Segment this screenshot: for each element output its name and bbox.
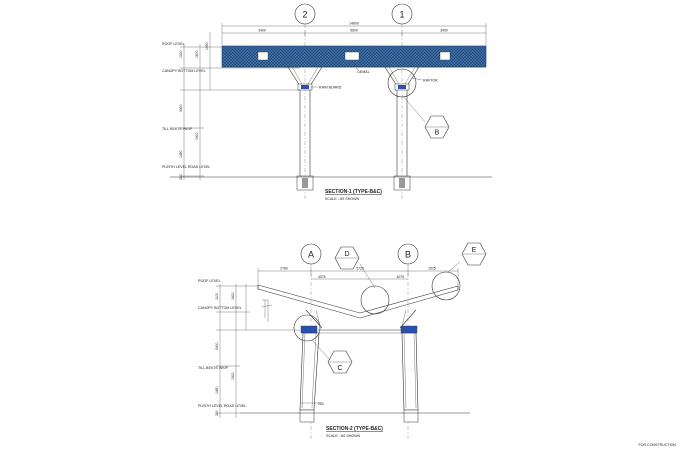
svg-text:4075: 4075 xyxy=(396,275,404,279)
svg-text:2525: 2525 xyxy=(428,267,436,271)
roof-panel xyxy=(221,45,487,68)
section-2: A B 2780 5725 2525 4075 4075 xyxy=(198,242,487,440)
base-dim: 250 xyxy=(318,402,324,406)
level-labels: ROOF LEVEL CANOPY BOTTOM LEVEL TILL BEKT… xyxy=(162,42,210,169)
callout-raftor: RAFTOR xyxy=(411,77,438,83)
svg-text:RAFTOR: RAFTOR xyxy=(423,79,438,83)
svg-text:1: 1 xyxy=(399,10,404,20)
svg-text:1600: 1600 xyxy=(231,292,235,300)
left-dimensions: 1300 1600 1550 3400 1900 1450 300 xyxy=(179,32,300,180)
callout-gemal: GEMAL xyxy=(351,61,370,74)
svg-text:2: 2 xyxy=(302,10,307,20)
svg-text:3400: 3400 xyxy=(215,342,219,350)
svg-text:5600: 5600 xyxy=(350,29,358,33)
svg-text:1600: 1600 xyxy=(195,50,199,58)
svg-text:300: 300 xyxy=(179,174,183,180)
gutter-detail xyxy=(261,299,273,322)
svg-text:A: A xyxy=(308,250,314,260)
column-right xyxy=(393,90,411,191)
detail-bubble-d: D xyxy=(334,246,376,289)
svg-text:1550: 1550 xyxy=(205,42,209,50)
column-a xyxy=(299,325,320,423)
svg-text:C: C xyxy=(337,365,342,372)
svg-text:3400: 3400 xyxy=(179,104,183,112)
svg-text:1300: 1300 xyxy=(179,50,183,58)
section-1-title: SECTION-1 (TYPE-B&C) xyxy=(325,189,382,195)
svg-text:3400: 3400 xyxy=(258,29,266,33)
svg-text:RAIN BOARD: RAIN BOARD xyxy=(319,86,342,90)
svg-text:ROOF LEVEL: ROOF LEVEL xyxy=(198,279,221,283)
bracket-left xyxy=(287,66,323,91)
svg-text:PLINTH LEVEL ROAD LEVEL: PLINTH LEVEL ROAD LEVEL xyxy=(198,404,246,408)
svg-text:14800: 14800 xyxy=(349,22,359,26)
svg-text:ROOF LEVEL: ROOF LEVEL xyxy=(162,42,185,46)
column-b xyxy=(400,325,419,423)
detail-bubble-c: C xyxy=(311,339,353,374)
column-left xyxy=(296,90,314,191)
left-dimensions-2: 1100 1600 3400 1900 1450 300 xyxy=(215,284,300,418)
svg-text:3400: 3400 xyxy=(440,29,448,33)
detail-circle-c xyxy=(293,314,321,342)
svg-text:1900: 1900 xyxy=(195,132,199,140)
svg-text:TILL BEKTE WKIP: TILL BEKTE WKIP xyxy=(198,366,229,370)
section-2-scale: SCALE : AS SHOWN xyxy=(326,434,361,438)
svg-text:GEMAL: GEMAL xyxy=(357,70,370,74)
svg-text:B: B xyxy=(405,250,411,260)
svg-text:D: D xyxy=(344,251,349,258)
bracket-right xyxy=(384,66,420,98)
level-labels-2: ROOF LEVEL CANOPY BOTTOM LEVEL TILL BEKT… xyxy=(198,279,246,408)
svg-text:2780: 2780 xyxy=(280,267,288,271)
svg-text:1900: 1900 xyxy=(231,372,235,380)
detail-circle-e xyxy=(431,271,461,301)
detail-bubble-b: B xyxy=(401,94,450,139)
svg-text:E: E xyxy=(472,247,477,254)
callout-rain-board: RAIN BOARD xyxy=(310,86,342,90)
section-1: 2 1 14800 3400 5600 3400 xyxy=(162,3,492,201)
svg-text:1450: 1450 xyxy=(179,150,183,158)
construction-stamp: FOR CONSTRUCTION xyxy=(638,443,676,447)
svg-text:300: 300 xyxy=(215,410,219,416)
svg-text:4075: 4075 xyxy=(318,275,326,279)
svg-text:PLINTH LEVEL ROAD LEVEL: PLINTH LEVEL ROAD LEVEL xyxy=(162,165,210,169)
section-2-title: SECTION-2 (TYPE-B&C) xyxy=(326,426,383,432)
detail-circle-d xyxy=(360,285,390,315)
svg-text:1450: 1450 xyxy=(215,386,219,394)
svg-text:B: B xyxy=(435,130,440,137)
svg-text:1100: 1100 xyxy=(215,293,219,300)
roof-profile xyxy=(257,284,459,319)
svg-text:5725: 5725 xyxy=(356,267,364,271)
svg-text:TILL BEKTE WKIP: TILL BEKTE WKIP xyxy=(162,127,193,131)
top-dimensions-2: 2780 5725 2525 4075 4075 xyxy=(257,267,459,290)
detail-bubble-e: E xyxy=(447,242,487,273)
section-1-scale: SCALE : AS SHOWN xyxy=(325,197,360,201)
top-dimensions: 14800 3400 5600 3400 xyxy=(221,22,487,45)
